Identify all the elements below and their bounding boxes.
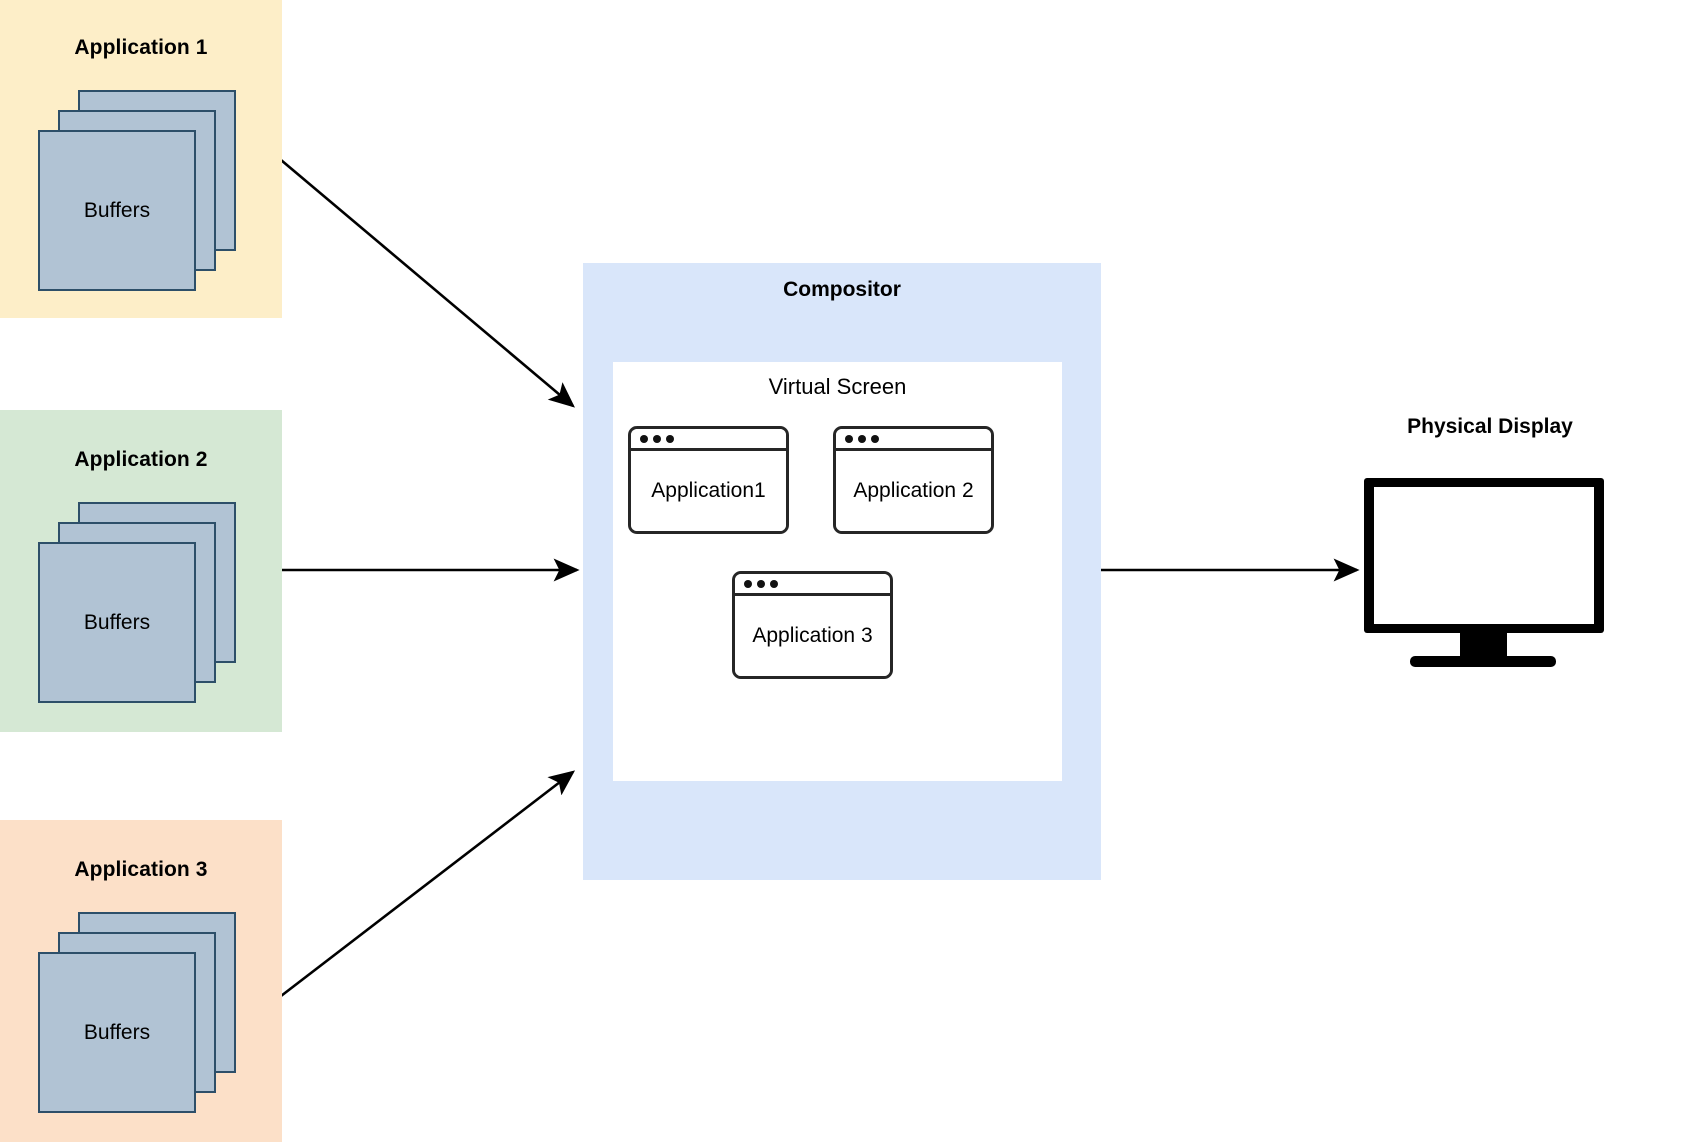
application-1-title: Application 1 (74, 36, 208, 59)
application-1-buffers-label: Buffers (83, 198, 151, 222)
window-dot-icon (770, 579, 778, 588)
monitor-screen (1374, 487, 1594, 624)
window-dot-icon (640, 434, 648, 443)
application-2-title: Application 2 (74, 448, 208, 471)
mock-window-application3[interactable]: Application 3 (732, 571, 893, 679)
application-1-group: Application 1 Buffers (0, 0, 282, 318)
window-dot-icon (666, 434, 674, 443)
arrow-app1-to-compositor (280, 159, 575, 408)
buffer-card-front (38, 542, 196, 703)
mock-window-titlebar (836, 429, 991, 451)
window-dot-icon (858, 434, 866, 443)
compositor-title: Compositor (783, 278, 901, 301)
window-dot-icon (871, 434, 879, 443)
virtual-screen: Virtual Screen Application1 Application … (613, 362, 1062, 781)
application-2-group: Application 2 Buffers (0, 410, 282, 732)
monitor-bezel-icon (1364, 478, 1604, 633)
arrow-app3-to-compositor (280, 770, 576, 998)
window-dot-icon (653, 434, 661, 443)
buffer-card-front (38, 952, 196, 1113)
mock-window-application2[interactable]: Application 2 (833, 426, 994, 534)
mock-window-titlebar (631, 429, 786, 451)
mock-window-label: Application 2 (836, 451, 991, 531)
window-dot-icon (744, 579, 752, 588)
physical-display-title: Physical Display (1407, 415, 1573, 438)
application-3-title: Application 3 (74, 858, 208, 881)
application-3-buffers-label: Buffers (83, 1020, 151, 1044)
physical-display-group: Physical Display (1360, 415, 1620, 720)
monitor-stand-base (1410, 656, 1556, 667)
mock-window-label: Application1 (631, 451, 786, 531)
application-1-buffer-stack: Buffers (38, 90, 258, 291)
application-2-buffer-stack: Buffers (38, 502, 258, 703)
mock-window-titlebar (735, 574, 890, 596)
compositor-box: Compositor Virtual Screen Application1 (583, 263, 1101, 880)
virtual-screen-title: Virtual Screen (768, 374, 907, 399)
window-dot-icon (845, 434, 853, 443)
application-2-buffers-label: Buffers (83, 610, 151, 634)
mock-window-label: Application 3 (735, 596, 890, 676)
application-3-group: Application 3 Buffers (0, 820, 282, 1142)
mock-window-application1[interactable]: Application1 (628, 426, 789, 534)
window-dot-icon (757, 579, 765, 588)
buffer-card-front (38, 130, 196, 291)
application-3-buffer-stack: Buffers (38, 912, 258, 1113)
